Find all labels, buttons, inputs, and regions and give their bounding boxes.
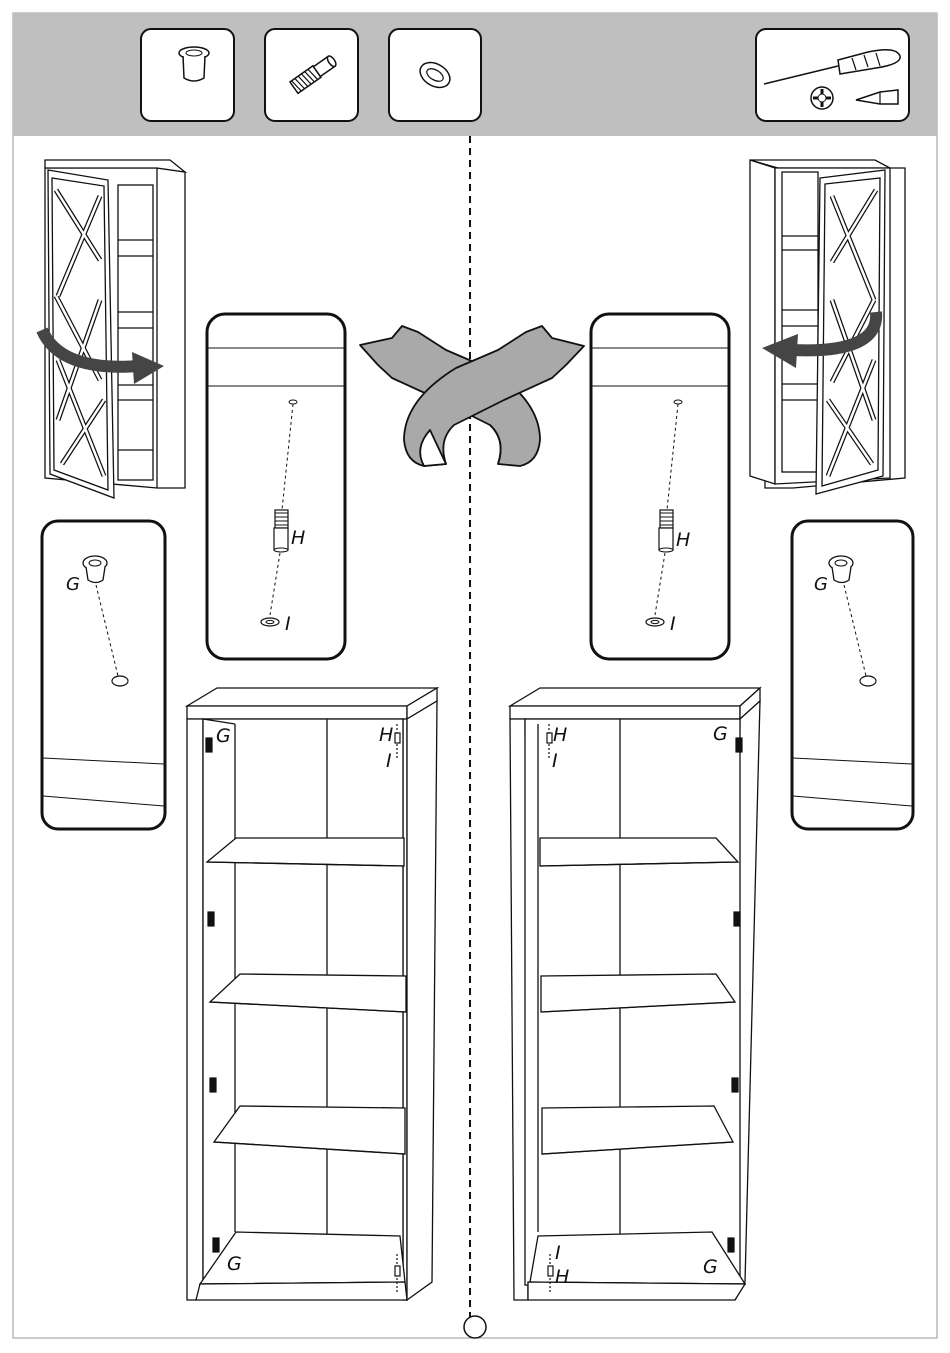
left-detail-g: G: [42, 521, 165, 829]
right-door-orientation-cabinet: [750, 160, 905, 494]
label-g: G: [227, 1253, 242, 1275]
part-box-g: [141, 29, 234, 121]
left-large-cabinet: [187, 688, 437, 1300]
page-number-circle: [464, 1316, 486, 1338]
label-h: H: [291, 527, 305, 549]
right-detail-g: G: [792, 521, 913, 829]
label-i: I: [670, 613, 676, 635]
tools-box: [756, 29, 909, 121]
label-g: G: [713, 723, 728, 745]
cam-dowel-bolt-icon: [274, 510, 288, 552]
label-i: I: [285, 613, 291, 635]
cam-dowel-bolt-icon: [659, 510, 673, 552]
right-detail-h-i: H I: [591, 314, 729, 659]
label-i: I: [552, 750, 558, 772]
label-g: G: [703, 1256, 718, 1278]
label-i: I: [555, 1242, 561, 1264]
cabinet-connector-cap-icon: [179, 47, 209, 81]
right-large-cabinet: [510, 688, 760, 1300]
ring-washer-icon: [261, 618, 279, 626]
part-box-h: [265, 29, 358, 121]
label-h: H: [555, 1266, 569, 1288]
part-box-i: [389, 29, 481, 121]
label-g: G: [216, 725, 231, 747]
label-g: G: [66, 574, 80, 595]
label-h: H: [676, 529, 690, 551]
label-g: G: [814, 574, 828, 595]
left-door-orientation-cabinet: [45, 160, 185, 498]
left-detail-h-i: H I: [207, 314, 345, 659]
label-h: H: [553, 724, 567, 746]
ring-washer-icon: [646, 618, 664, 626]
label-i: I: [386, 750, 392, 772]
label-h: H: [379, 724, 393, 746]
